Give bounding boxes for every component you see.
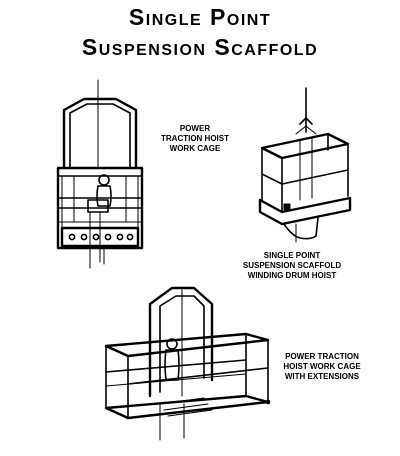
caption-line: TRACTION HOIST: [161, 134, 229, 143]
caption-line: WINDING DRUM HOIST: [247, 271, 337, 280]
caption-line: SUSPENSION SCAFFOLD: [242, 261, 342, 270]
title-line-1: Single Point: [128, 4, 272, 30]
caption-line: WITH EXTENSIONS: [284, 372, 360, 381]
caption-line: POWER TRACTION: [285, 352, 359, 361]
caption-work-cage-with-extensions: POWER TRACTION HOIST WORK CAGE WITH EXTE…: [262, 352, 382, 382]
title-line-2: Suspension Scaffold: [81, 34, 319, 60]
power-traction-hoist-work-cage-drawing: [56, 79, 144, 269]
caption-power-traction-hoist-work-cage: POWER TRACTION HOIST WORK CAGE: [140, 124, 250, 154]
caption-winding-drum-hoist: SINGLE POINT SUSPENSION SCAFFOLD WINDING…: [222, 251, 362, 281]
caption-line: POWER: [179, 124, 211, 133]
work-cage-with-extensions-drawing: [104, 286, 271, 441]
caption-line: WORK CAGE: [169, 144, 221, 153]
winding-drum-hoist-scaffold-drawing: [258, 87, 352, 243]
caption-line: SINGLE POINT: [263, 251, 321, 260]
caption-line: HOIST WORK CAGE: [283, 362, 361, 371]
